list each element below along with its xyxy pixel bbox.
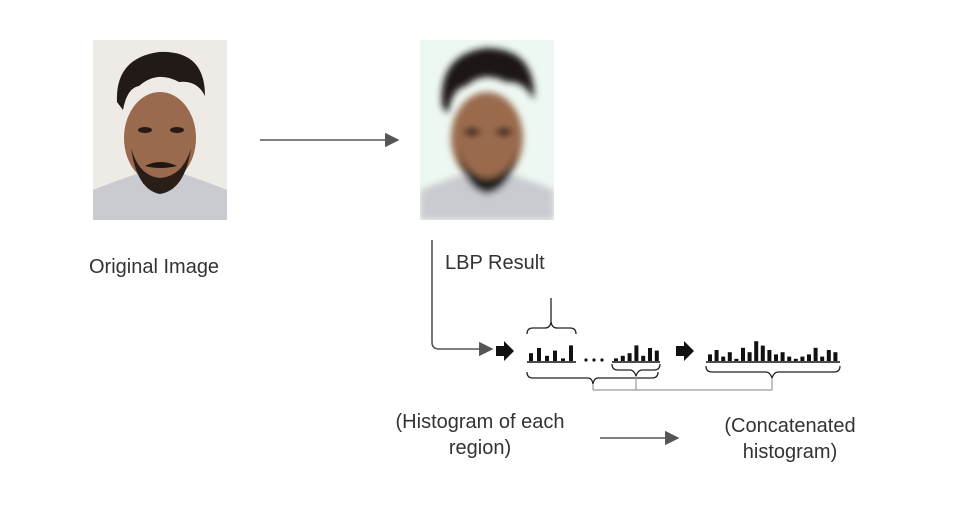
lbp-result-image [420, 40, 554, 220]
photo-beard [131, 148, 191, 194]
histogram-bar [627, 353, 632, 361]
histogram-bar [800, 356, 805, 361]
histogram-bar [721, 356, 726, 361]
histogram-bar [620, 355, 625, 361]
photo-hair [116, 51, 205, 110]
histogram-bar [529, 353, 533, 361]
histogram-bar [780, 352, 785, 361]
region-b-histogram [614, 345, 659, 361]
lbp-face [451, 92, 523, 184]
lbp-result-label: LBP Result [445, 252, 545, 274]
arrow-lbp-to-histograms [431, 240, 494, 357]
ellipsis-dot [584, 358, 588, 362]
concatenated-histogram-caption-line1: (Concatenated [724, 415, 856, 437]
region-histogram-caption-line2: region) [448, 437, 512, 459]
concatenated-histogram [708, 341, 838, 361]
photo-shirt [93, 172, 227, 220]
histogram-bar [641, 355, 646, 361]
region-histogram-caption-line1: (Histogram of each [395, 411, 565, 433]
histogram-bar [553, 350, 557, 361]
histogram-bar [754, 341, 759, 361]
histogram-bar [826, 350, 831, 361]
photo-mustache [145, 162, 177, 168]
lbp-hair [441, 48, 535, 114]
histogram-bar [727, 352, 732, 361]
histogram-bar [767, 350, 772, 361]
histogram-bar [537, 348, 541, 361]
region-histogram-caption: (Histogram of each region) [370, 409, 590, 461]
region-a-top-bracket [526, 321, 577, 335]
all-regions-bottom-bracket [526, 371, 659, 385]
histogram-bar [807, 354, 811, 361]
photo-eye-left [138, 127, 152, 133]
original-image [93, 40, 227, 220]
lbp-eye-left [464, 128, 480, 136]
histogram-bar [820, 356, 825, 361]
histogram-bar [774, 354, 778, 361]
histogram-bar [760, 345, 765, 361]
ellipsis-dot [600, 358, 604, 362]
photo-eye-right [170, 127, 184, 133]
histogram-bar [569, 345, 573, 361]
region-a-histogram [529, 345, 573, 361]
histogram-bar [634, 345, 639, 361]
histogram-bar [648, 348, 652, 361]
original-image-label: Original Image [89, 256, 220, 278]
photo-face [124, 92, 196, 184]
histogram-bar [741, 347, 745, 361]
bracket-connector-lines [592, 376, 773, 391]
lbp-beard [458, 148, 518, 194]
histogram-bar [734, 358, 739, 361]
concatenated-histogram-caption: (Concatenated histogram) [700, 413, 880, 465]
histogram-bar [545, 355, 549, 361]
thick-right-arrow-icon [676, 341, 694, 361]
lbp-eye-right [496, 128, 512, 136]
histogram-bar [614, 358, 618, 361]
concatenated-histogram-caption-line2: histogram) [742, 441, 838, 463]
histogram-bar [708, 354, 712, 361]
region-b-bottom-bracket [611, 363, 661, 379]
lbp-shirt [420, 172, 554, 220]
ellipsis-dot [592, 358, 596, 362]
histogram-bar [793, 358, 798, 361]
histogram-bar [833, 352, 838, 361]
thick-right-arrow-icon [496, 341, 514, 361]
histogram-bar [654, 350, 659, 361]
histogram-bar [714, 350, 719, 361]
histogram-bar [813, 347, 818, 361]
histogram-bar [561, 358, 565, 361]
concat-bottom-bracket [705, 365, 841, 381]
histogram-bar [747, 352, 752, 361]
histogram-bar [787, 356, 792, 361]
